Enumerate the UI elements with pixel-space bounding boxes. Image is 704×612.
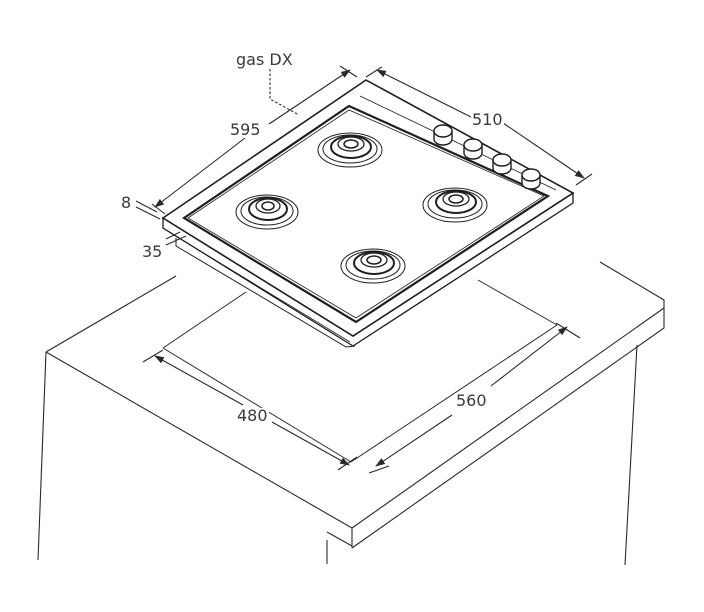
dim-595-extension-bottom <box>151 203 166 215</box>
dim-560-line-a <box>375 414 453 467</box>
knob-1 <box>433 124 453 146</box>
dim-510-extension-left <box>365 66 383 78</box>
gas-connection-label: gas DX <box>236 50 293 69</box>
dim-560-line-b <box>490 326 568 387</box>
gas-leader <box>269 69 300 116</box>
burner-right <box>422 187 488 223</box>
hob-depth-label: 595 <box>229 120 262 139</box>
cutout-depth-label: 560 <box>455 391 488 410</box>
dim-480-line-b <box>271 421 350 466</box>
dimension-lines <box>135 65 593 474</box>
dim-510-line-b <box>502 122 585 179</box>
burner-left <box>235 194 299 230</box>
dim-480-line-a <box>154 355 244 406</box>
cutout-width-label: 480 <box>236 406 269 425</box>
top-thickness-label: 8 <box>121 193 132 212</box>
built-in-depth-label: 35 <box>142 242 163 261</box>
knob-3 <box>492 153 512 175</box>
worktop-cutout <box>162 279 558 463</box>
burner-front <box>340 248 406 284</box>
dim-595-line-b <box>154 137 246 208</box>
control-knobs <box>433 124 541 190</box>
hob-width-label: 510 <box>471 110 504 129</box>
burner-back <box>317 132 383 168</box>
knob-2 <box>463 138 483 160</box>
knob-4 <box>521 168 541 190</box>
dim-510-line-a <box>376 69 472 118</box>
countertop <box>37 261 665 566</box>
dim-595-line-a <box>268 69 351 125</box>
dim-510-extension-right <box>575 173 593 186</box>
